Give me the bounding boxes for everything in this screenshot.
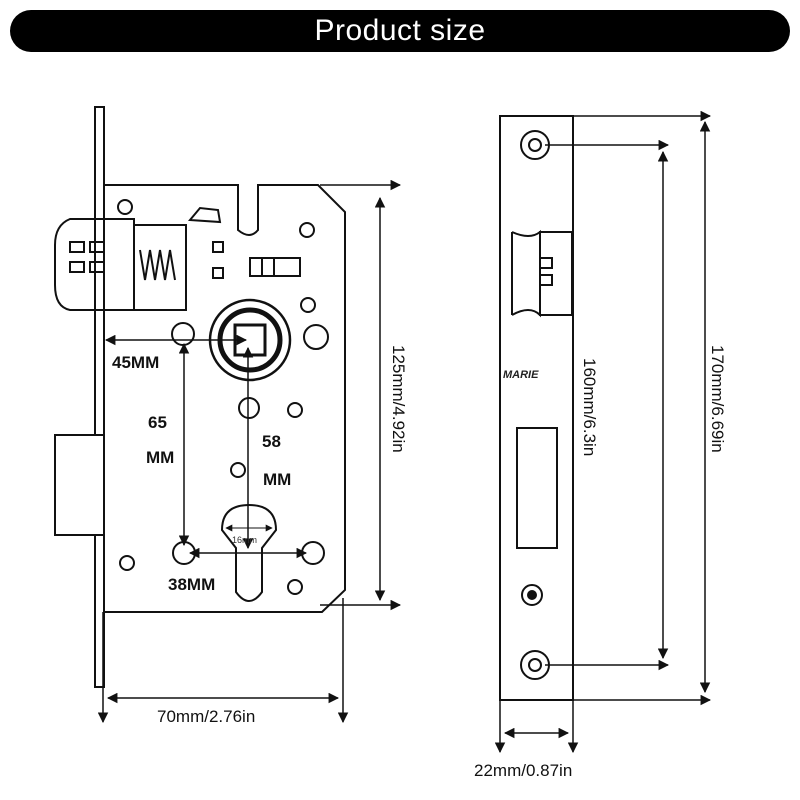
brand-label: MARIE — [503, 369, 539, 381]
cylinder-screw — [521, 584, 543, 606]
dim-16-label: 16mm — [232, 535, 257, 545]
latch-housing — [133, 224, 187, 311]
screw — [287, 402, 303, 418]
dim-65-label-top: 65 — [148, 413, 167, 432]
front-view — [54, 106, 346, 688]
dim-58-label-bottom: MM — [263, 470, 291, 489]
screw — [299, 222, 315, 238]
screw — [300, 297, 316, 313]
screw — [117, 199, 133, 215]
front-height-label: 125mm/4.92in — [389, 345, 408, 453]
side-outer-height-label: 170mm/6.69in — [708, 345, 727, 453]
dim-58-label-top: 58 — [262, 432, 281, 451]
side-dead-bolt — [516, 427, 558, 549]
lock-body — [103, 184, 346, 613]
page-title: Product size — [314, 14, 486, 47]
side-inner-height-label: 160mm/6.3in — [580, 358, 599, 456]
side-faceplate — [499, 115, 574, 701]
front-width-label: 70mm/2.76in — [157, 707, 255, 726]
dim-38-label: 38MM — [168, 575, 215, 594]
screw — [119, 555, 135, 571]
dim-45-label: 45MM — [112, 353, 159, 372]
dim-65-label-bottom: MM — [146, 448, 174, 467]
side-width-label: 22mm/0.87in — [474, 761, 572, 780]
spring — [139, 249, 176, 281]
title-bar: Product size — [10, 10, 790, 52]
faceplate — [94, 106, 105, 688]
latch-bolt — [54, 218, 104, 311]
cylinder-profile — [220, 503, 278, 602]
side-view — [499, 115, 574, 701]
screw — [287, 579, 303, 595]
dead-bolt — [54, 434, 105, 536]
